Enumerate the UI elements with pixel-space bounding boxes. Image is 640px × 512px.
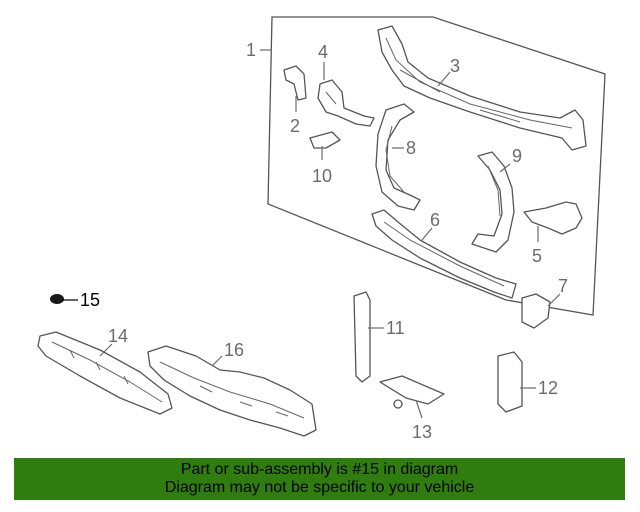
part-4-bracket[interactable] [317,79,375,127]
callout-9: 9 [512,146,522,166]
part-12-bracket[interactable] [497,351,523,413]
callout-6: 6 [430,210,440,230]
callout-1: 1 [246,40,256,60]
part-14-deflector[interactable] [37,331,173,415]
part-13-plate[interactable] [379,375,445,409]
part-info-banner: Part or sub-assembly is #15 in diagram D… [14,458,625,500]
banner-line-1: Part or sub-assembly is #15 in diagram [180,461,459,478]
callout-8: 8 [406,138,416,158]
banner-line-2: Diagram may not be specific to your vehi… [164,479,475,496]
part-7-bracket[interactable] [521,293,551,329]
assembly-outline [267,16,606,316]
part-5-bracket[interactable] [523,201,583,235]
callout-2: 2 [290,116,300,136]
part-8-support[interactable] [375,103,421,211]
callout-13: 13 [412,422,432,442]
part-2-bracket[interactable] [283,65,307,101]
callout-10: 10 [312,166,332,186]
callout-15: 15 [80,290,100,310]
part-15-clip[interactable] [50,294,64,304]
part-6-lower-support[interactable] [371,209,517,299]
callout-5: 5 [532,246,542,266]
callout-11: 11 [386,318,405,338]
callout-14: 14 [108,326,128,346]
part-9-support[interactable] [471,151,515,253]
part-10-plate[interactable] [309,131,341,149]
part-3-upper-support[interactable] [377,25,587,151]
callout-12: 12 [538,378,558,398]
callout-16: 16 [224,340,244,360]
callout-3: 3 [450,56,460,76]
leader-lines [62,49,561,419]
part-11-bracket[interactable] [353,291,371,383]
callout-7: 7 [558,276,568,296]
callout-4: 4 [318,42,328,62]
